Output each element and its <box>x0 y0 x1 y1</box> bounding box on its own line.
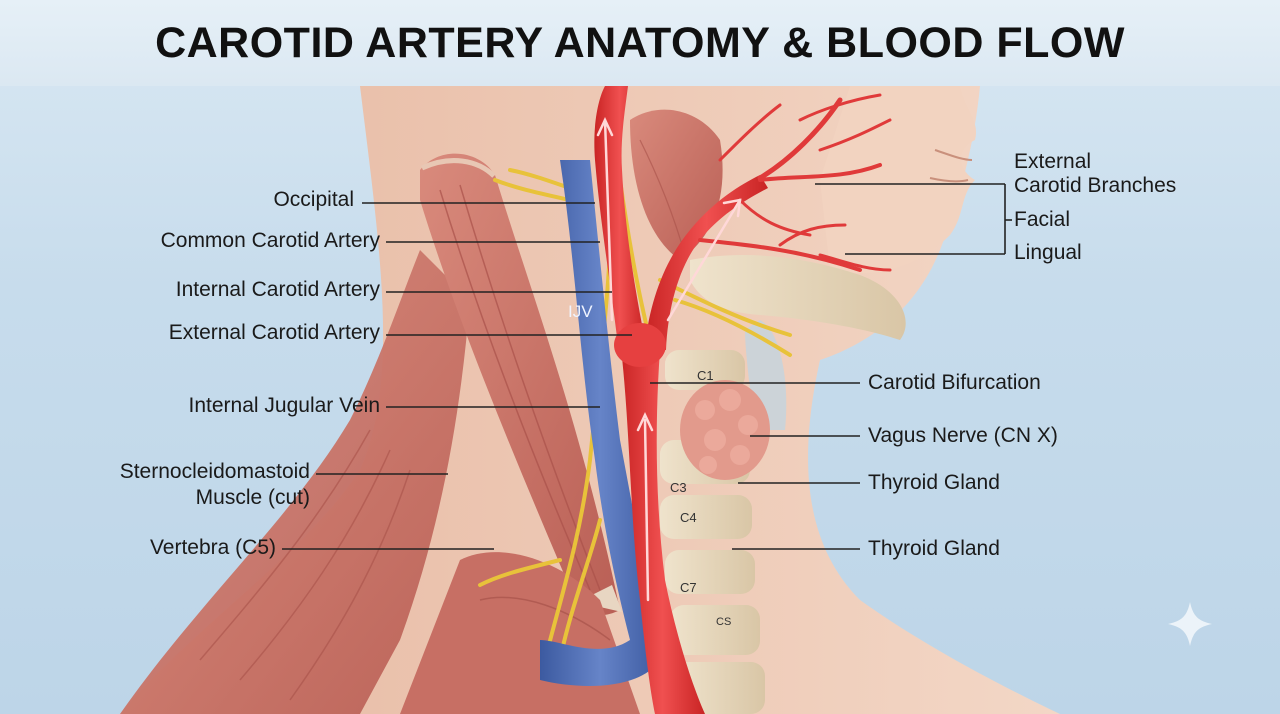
label-thyroid-gland-2: Thyroid Gland <box>868 537 1000 560</box>
flow-arrows <box>596 117 742 602</box>
label-vagus-nerve: Vagus Nerve (CN X) <box>868 424 1058 447</box>
leader-lines <box>282 183 1012 550</box>
page-title: CAROTID ARTERY ANATOMY & BLOOD FLOW <box>155 18 1125 67</box>
label-cs: CS <box>716 616 732 628</box>
label-internal-jugular-vein: Internal Jugular Vein <box>188 394 380 417</box>
label-c3: C3 <box>670 480 687 495</box>
label-ijv: IJV <box>568 302 593 321</box>
label-c1: C1 <box>697 368 714 383</box>
title-bar: CAROTID ARTERY ANATOMY & BLOOD FLOW <box>0 0 1280 86</box>
label-sternocleidomastoid-line2: Muscle (cut) <box>195 486 310 509</box>
face-profile <box>820 86 977 274</box>
label-occipital: Occipital <box>273 188 354 211</box>
external-carotid-branches <box>698 93 892 272</box>
thyroid-gland <box>680 380 770 480</box>
label-common-carotid-artery: Common Carotid Artery <box>160 229 380 252</box>
label-external-carotid-artery: External Carotid Artery <box>168 321 380 344</box>
label-c7: C7 <box>680 580 697 595</box>
label-carotid-bifurcation: Carotid Bifurcation <box>868 371 1041 394</box>
label-vertebra-c5: Vertebra (C5) <box>149 536 276 559</box>
label-external-branches-line2: Carotid Branches <box>1014 174 1177 197</box>
label-internal-carotid-artery: Internal Carotid Artery <box>175 278 380 301</box>
label-lingual: Lingual <box>1014 241 1082 264</box>
trapezius-muscle <box>120 250 470 714</box>
label-sternocleidomastoid-line1: Sternocleidomastoid <box>119 460 310 483</box>
mandible-bone <box>690 255 906 340</box>
internal-jugular-vein <box>540 160 660 686</box>
label-facial: Facial <box>1014 208 1071 231</box>
label-thyroid-gland-1: Thyroid Gland <box>868 471 1000 494</box>
label-c4: C4 <box>680 510 697 525</box>
sparkle-icon <box>1168 602 1212 646</box>
label-external-branches-line1: External <box>1014 150 1092 173</box>
